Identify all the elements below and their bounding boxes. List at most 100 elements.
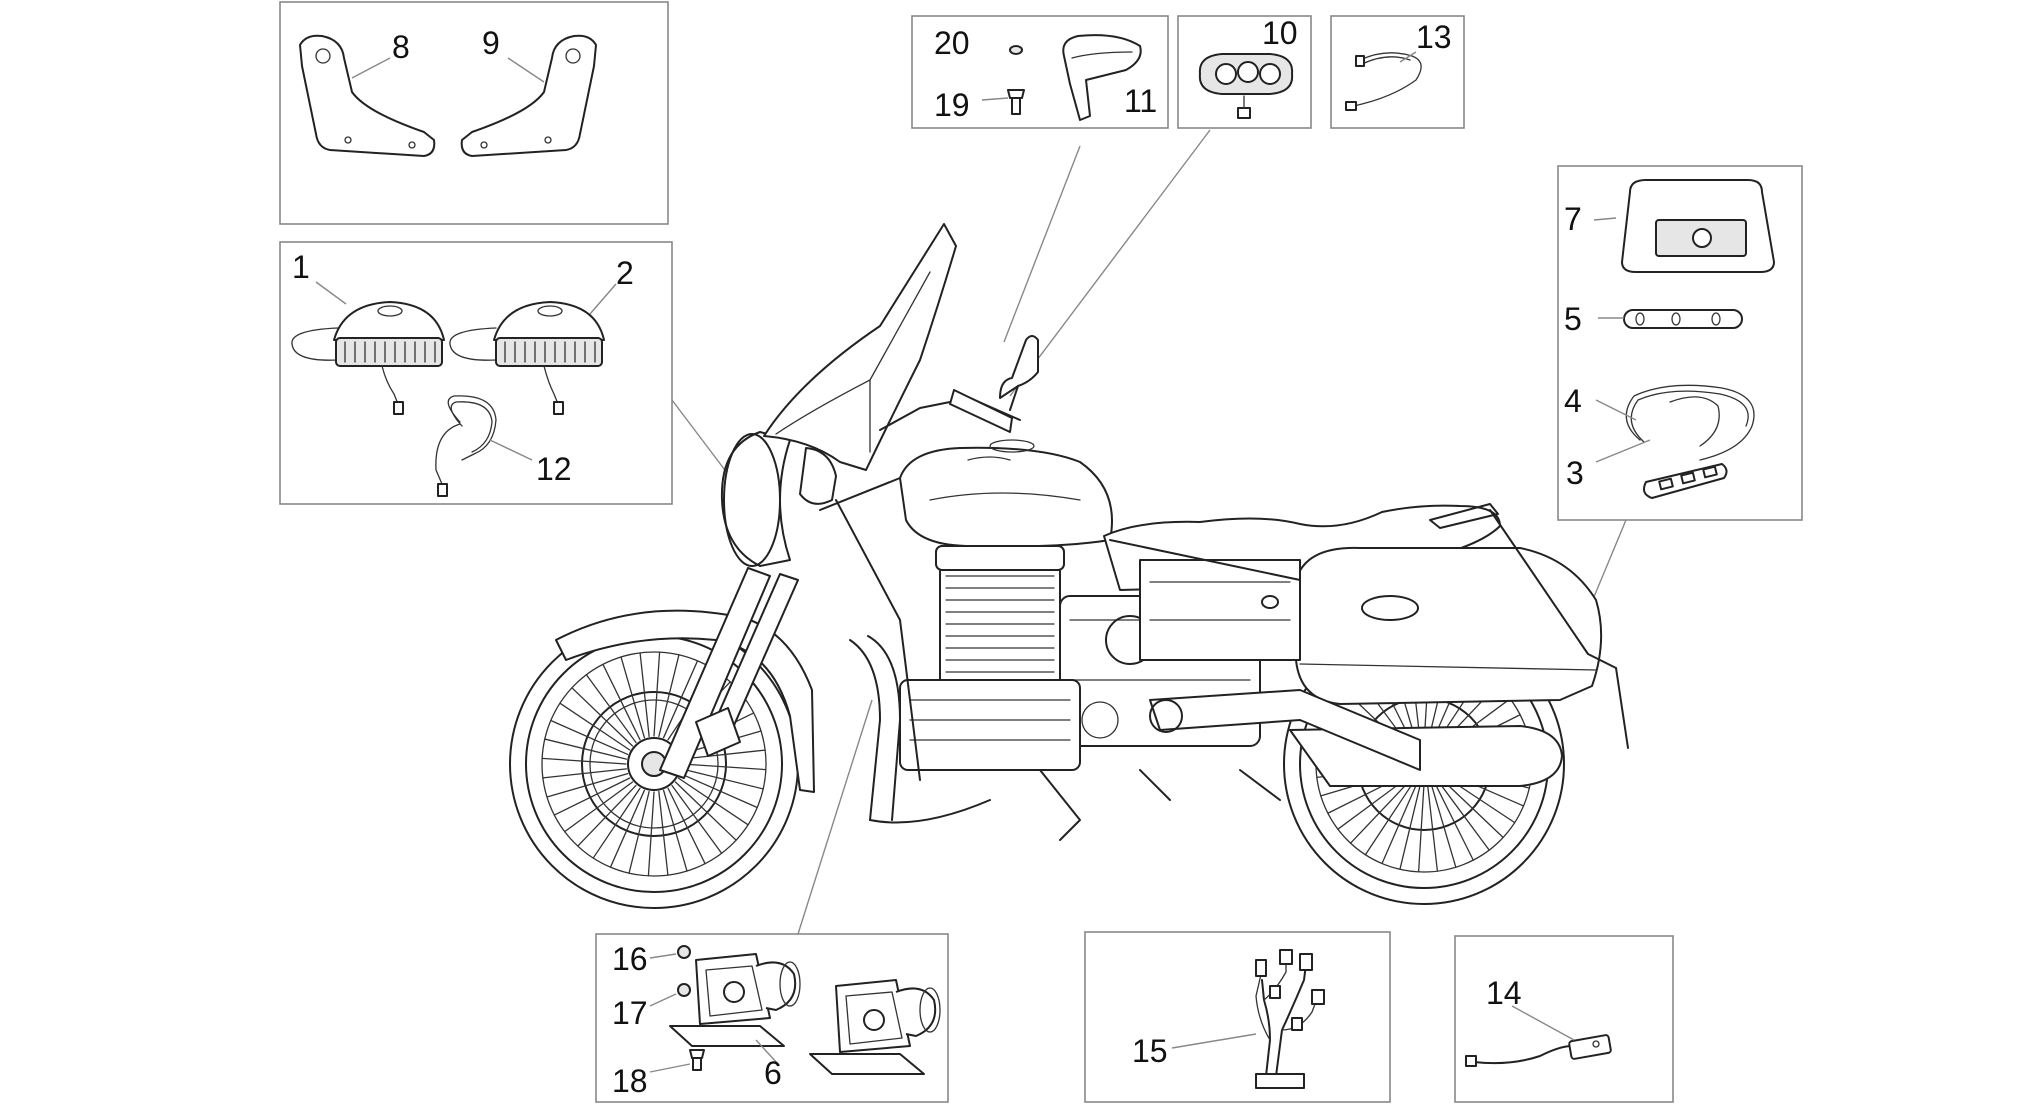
wheel-spoke — [639, 652, 650, 738]
wheel-spoke — [564, 781, 634, 833]
box-cable — [1330, 15, 1465, 129]
wheel-spoke — [680, 749, 766, 760]
screw-18-part — [689, 1049, 705, 1071]
nut-20-part — [1009, 45, 1023, 55]
bracket-11-part — [1062, 34, 1142, 121]
callout-19: 19 — [934, 87, 970, 123]
wheel-spoke — [1364, 780, 1415, 856]
motorcycle-illustration — [509, 223, 1629, 909]
wheel-spoke — [559, 702, 631, 751]
box-wiring-harness — [1084, 931, 1391, 1103]
wheel-spoke — [679, 772, 758, 809]
callout-5: 5 — [1564, 301, 1582, 337]
wheel-spoke — [602, 663, 641, 741]
wheel-spoke — [592, 787, 641, 859]
wheel-spoke — [662, 660, 699, 739]
wheel-spoke — [662, 789, 688, 872]
callout-6: 6 — [764, 1055, 782, 1091]
wheel-spoke — [681, 763, 767, 771]
box-windshield-hardware — [911, 15, 1169, 129]
callout-11: 11 — [1124, 83, 1157, 119]
box-tail-light — [1557, 165, 1803, 521]
box-auxiliary-lights — [279, 241, 673, 505]
callout-13: 13 — [1416, 19, 1452, 55]
callout-2: 2 — [616, 255, 634, 291]
wheel-spoke — [542, 768, 628, 779]
aux-light-cable-part — [435, 395, 497, 497]
box-horns — [595, 933, 949, 1103]
harness-4-part — [1625, 384, 1755, 461]
wheel-spoke — [544, 738, 628, 760]
callout-10: 10 — [1262, 15, 1298, 51]
callout-17: 17 — [612, 995, 648, 1031]
wheel-spoke — [1417, 783, 1425, 873]
washer-17-part — [677, 983, 691, 997]
box-switch-panel — [1177, 15, 1312, 129]
windshield — [763, 223, 957, 471]
front-fork — [659, 567, 771, 779]
wheel-spoke — [1436, 778, 1490, 851]
headlight — [720, 431, 791, 567]
wheel-spoke — [577, 784, 637, 847]
wheel-spoke — [667, 787, 706, 865]
callout-20: 20 — [934, 25, 970, 61]
callout-1: 1 — [292, 249, 310, 285]
wheel-spoke — [553, 777, 631, 816]
callout-9: 9 — [482, 25, 500, 61]
switch-panel-part — [1198, 53, 1294, 119]
callout-18: 18 — [612, 1063, 648, 1099]
screw-19-part — [1007, 89, 1025, 115]
front-fender — [555, 609, 815, 793]
sensor-14-part — [1465, 1034, 1612, 1067]
callout-12: 12 — [536, 451, 572, 487]
wheel-spoke — [647, 791, 655, 877]
horn-right-part — [809, 979, 941, 1075]
wheel-spoke — [671, 784, 723, 854]
wheel-spoke — [677, 777, 749, 826]
engine — [899, 545, 1301, 771]
aux-light-left-part — [291, 301, 445, 415]
wheel-spoke — [628, 790, 650, 874]
leader-horns-to-bike — [797, 699, 873, 935]
wheel-spoke — [658, 790, 669, 876]
callout-16: 16 — [612, 941, 648, 977]
wheel-spoke — [680, 768, 764, 790]
wheel-spoke — [1349, 778, 1412, 844]
wheel-spoke — [1426, 783, 1439, 872]
tail-light-7-part — [1621, 179, 1775, 273]
saddlebag — [1295, 546, 1603, 705]
switch-3-part — [1643, 463, 1728, 499]
wheel-spoke — [585, 674, 637, 744]
leader-windshield-hw-to-bike — [1003, 145, 1081, 343]
fuel-tank — [899, 446, 1113, 548]
wheel-spoke — [653, 651, 661, 737]
wheel-spoke — [1381, 782, 1418, 865]
callout-7: 7 — [1564, 201, 1582, 237]
wheel-spoke — [620, 656, 646, 739]
wheel-spoke — [1430, 782, 1457, 868]
wheel-spoke — [550, 719, 629, 756]
cable-13-part — [1345, 52, 1422, 111]
gasket-5-part — [1623, 309, 1743, 329]
wheel-spoke — [1433, 780, 1474, 861]
callout-3: 3 — [1566, 455, 1584, 491]
wheel-spoke — [1399, 783, 1422, 870]
bracket-right-part — [460, 34, 597, 157]
horn-left-part — [669, 953, 801, 1047]
exhaust-muffler — [1289, 725, 1563, 787]
nut-16-part — [677, 945, 691, 959]
callout-4: 4 — [1564, 383, 1582, 419]
wiring-harness-part — [1255, 949, 1325, 1089]
callout-15: 15 — [1132, 1033, 1168, 1069]
callout-8: 8 — [392, 29, 410, 65]
box-sensor — [1454, 935, 1674, 1103]
box-mount-brackets — [279, 1, 669, 225]
wheel-spoke — [541, 757, 627, 765]
wheel-spoke — [658, 654, 680, 738]
callout-14: 14 — [1486, 975, 1522, 1011]
bracket-left-part — [299, 34, 436, 157]
aux-light-right-part — [449, 301, 605, 415]
leader-switch-to-bike — [1009, 129, 1211, 397]
wheel-spoke — [546, 772, 629, 798]
